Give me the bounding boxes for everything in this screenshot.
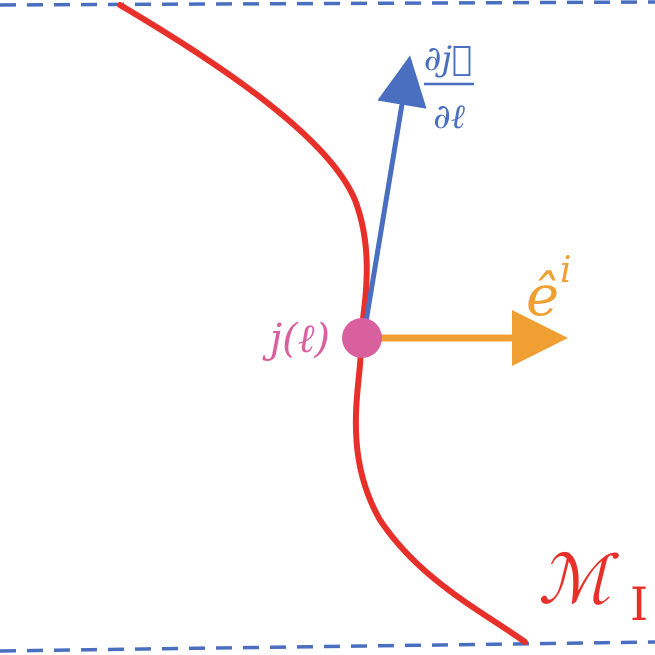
bottom-boundary-line [0, 640, 655, 653]
derivative-denominator: ∂ℓ [433, 97, 465, 137]
manifold-symbol: ℳ [538, 541, 620, 620]
unit-vector-label: ê i [526, 250, 572, 329]
point-label: j(ℓ) [262, 316, 330, 362]
derivative-label: ∂j⃗ ∂ℓ [424, 39, 474, 137]
point-marker [342, 318, 382, 358]
derivative-numerator: ∂j⃗ [424, 39, 473, 79]
manifold-subscript: I [630, 577, 648, 631]
unit-vector-base: ê [526, 264, 559, 329]
tangent-vector-arrow [360, 55, 427, 341]
top-boundary-line [0, 0, 655, 7]
unit-vector-superscript: i [560, 250, 572, 291]
manifold-label: ℳ I [538, 541, 648, 631]
